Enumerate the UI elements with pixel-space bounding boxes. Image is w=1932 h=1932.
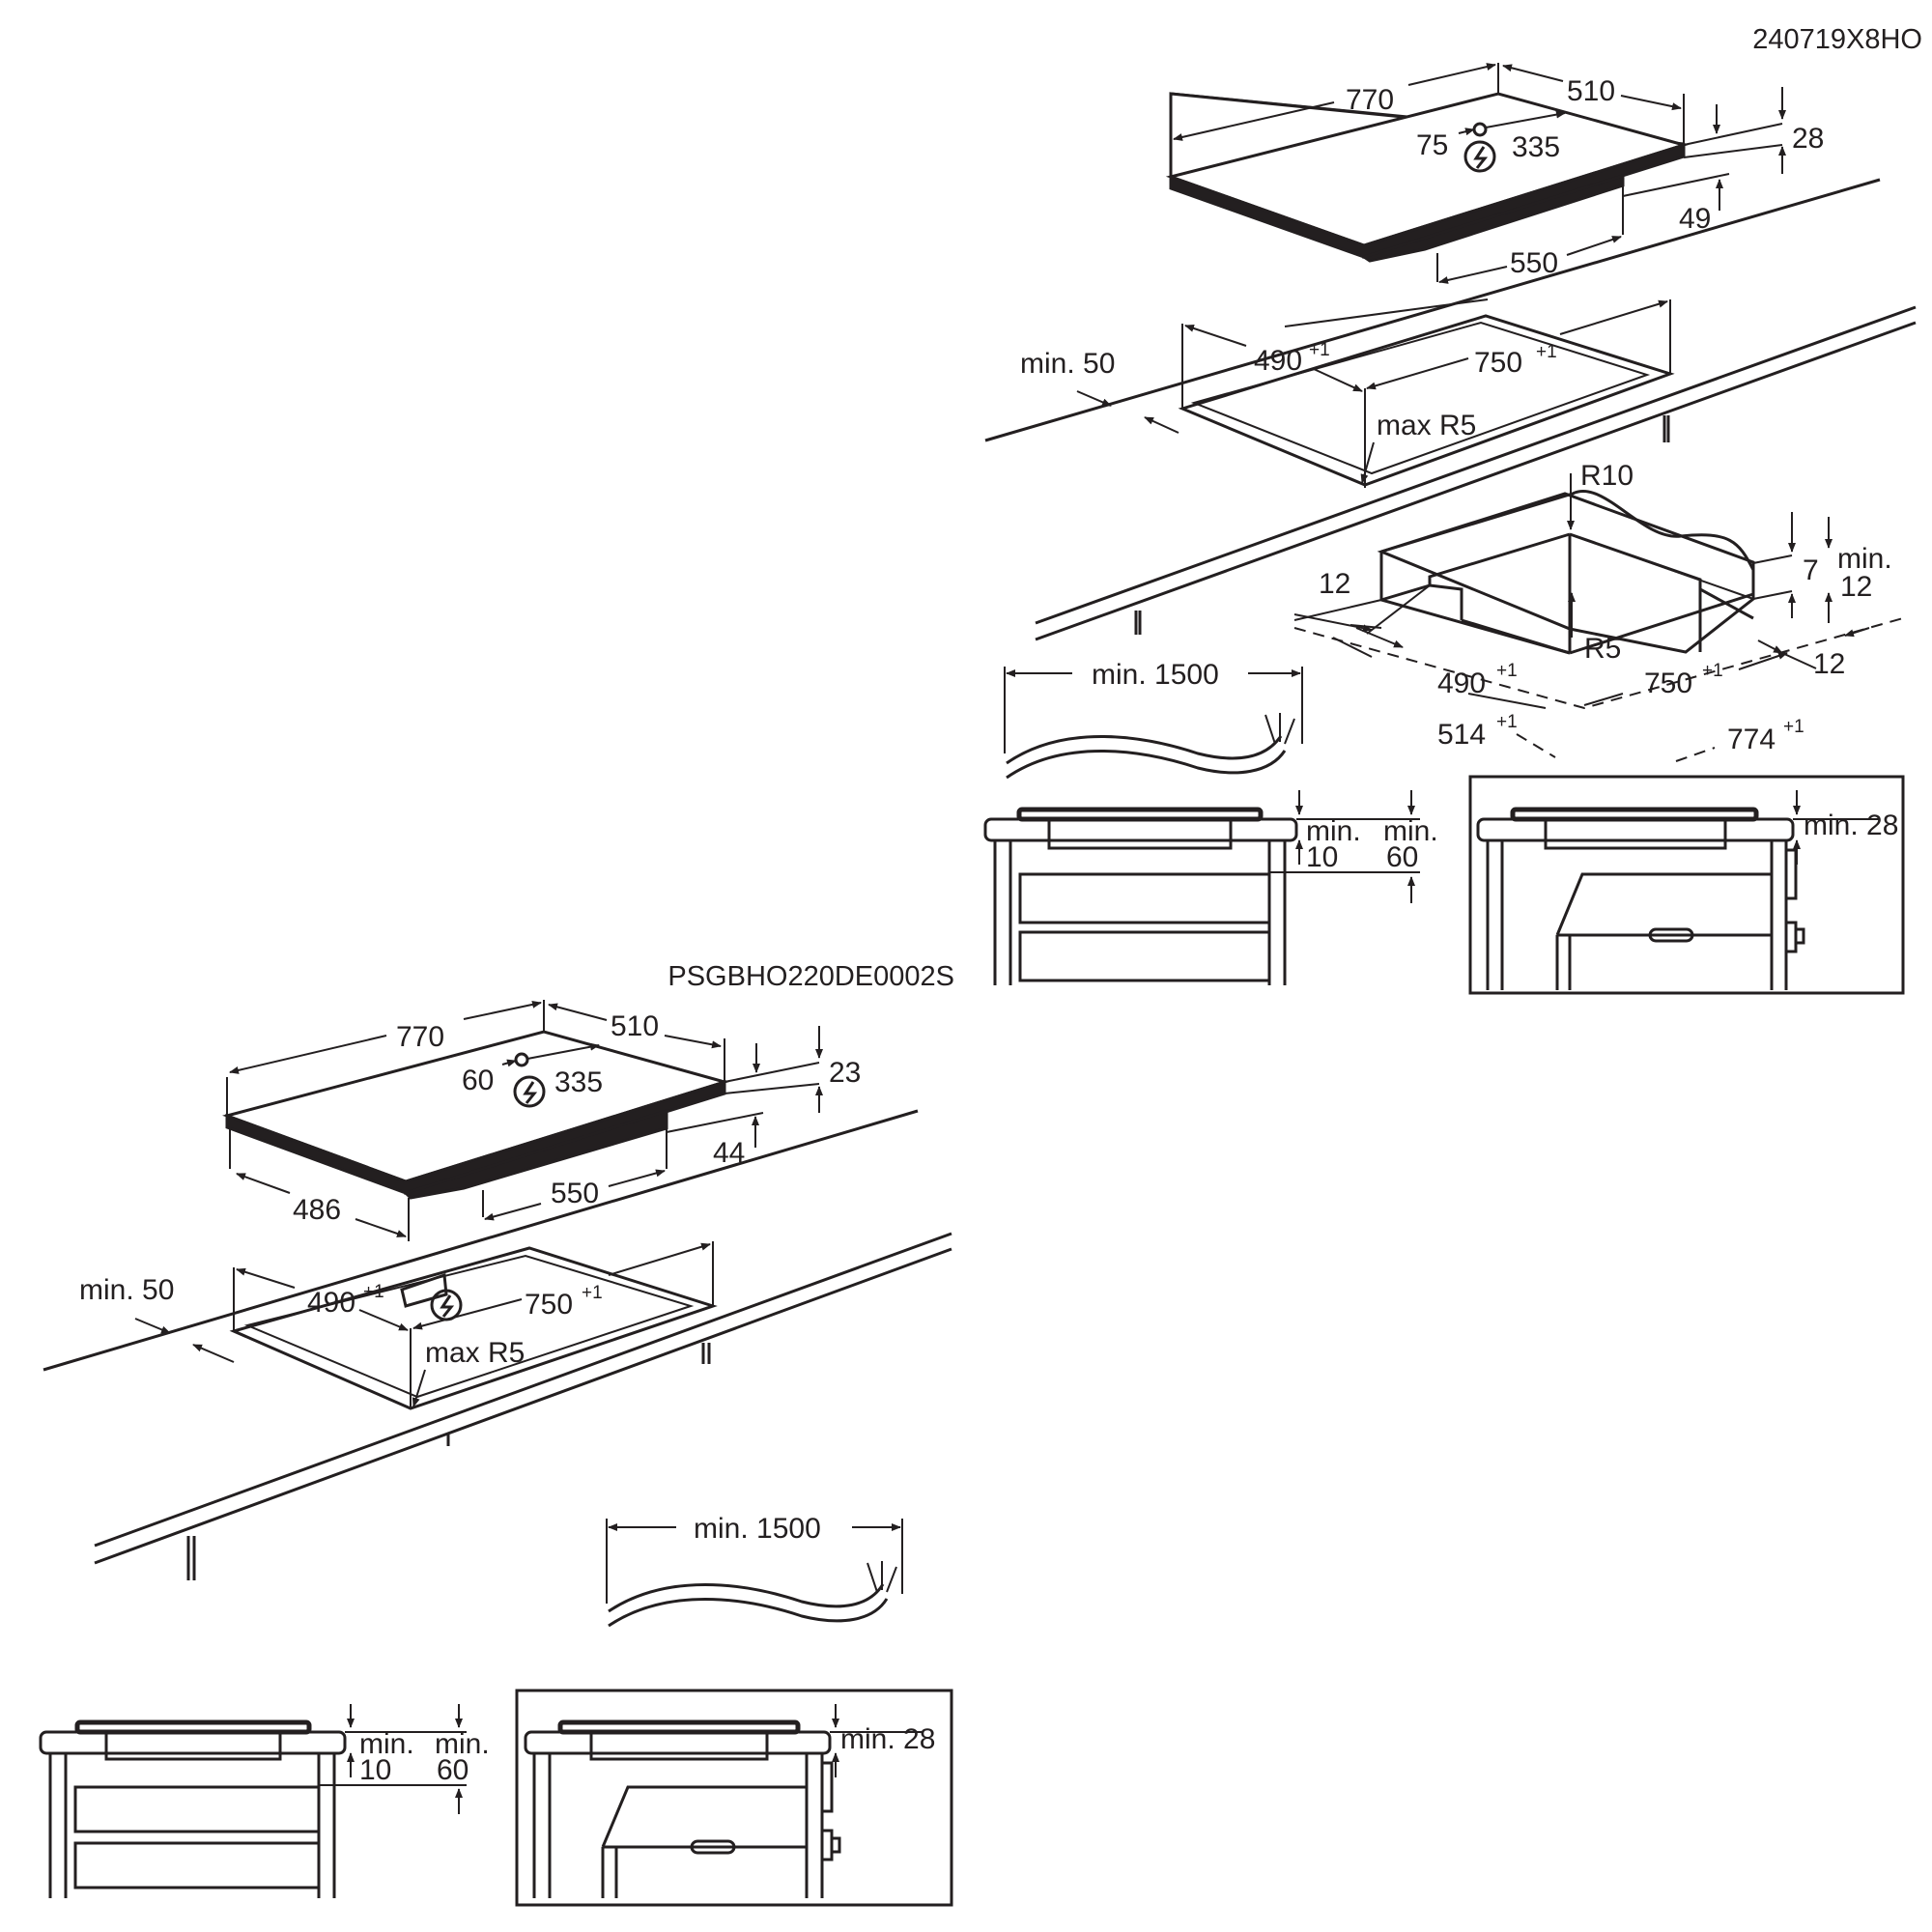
top-hob-depth: 510 [1567,75,1615,107]
top-cutout-depth: 490 [1254,345,1302,377]
bottom-drawer-min-b: min. [435,1728,490,1760]
code-bottom: PSGBHO220DE0002S [668,961,954,992]
top-drawer-val-a: 10 [1306,841,1338,873]
bottom-oven-clearance: min. 28 [840,1723,935,1755]
frame-width: 750 [1644,668,1692,699]
bottom-box-width: 550 [551,1178,599,1209]
top-cable [1004,667,1303,780]
frame-min-label: min. [1837,543,1892,575]
top-cutout-depth-tol: +1 [1309,340,1330,360]
top-drawer-min-a: min. [1306,815,1361,847]
electrical-connection-icon [1463,140,1496,173]
frame-step-left: 12 [1319,568,1350,600]
bottom-cutout-radius: max R5 [425,1337,525,1369]
bottom-drawer-min-a: min. [359,1728,414,1760]
top-box-width: 550 [1510,247,1558,279]
top-cutout-width: 750 [1474,347,1522,379]
frame-step-right: 12 [1813,648,1845,680]
top-oven-section [1468,775,1905,995]
top-drawer-val-b: 60 [1386,841,1418,873]
code-top: 240719X8HO [1752,24,1922,55]
bottom-cutout-width: 750 [525,1289,573,1321]
top-hob [1165,92,1690,282]
bottom-worktop [43,1109,952,1580]
top-cutout-radius: max R5 [1377,410,1476,441]
bottom-drawer-section [39,1719,347,1898]
frame-depth-tol: +1 [1496,661,1518,681]
top-hob-width: 770 [1346,84,1394,116]
top-drawer-min-b: min. [1383,815,1438,847]
bottom-min-wall: min. 50 [79,1274,174,1306]
bottom-box-depth: 486 [293,1194,341,1226]
frame-outer-radius: R10 [1580,460,1634,492]
top-oven-clearance: min. 28 [1804,810,1898,841]
frame-width-tol: +1 [1702,661,1723,681]
bottom-cutout-depth: 490 [307,1287,355,1319]
bottom-hob-depth: 510 [611,1010,659,1042]
bottom-cutout-width-tol: +1 [582,1283,603,1303]
top-frame-detail [1377,490,1755,655]
bottom-drawer-val-a: 10 [359,1754,391,1786]
bottom-cable-length: min. 1500 [694,1513,821,1545]
top-conn-distance: 335 [1512,131,1560,163]
frame-outer-depth-tol: +1 [1496,712,1518,732]
bottom-cable [606,1519,903,1628]
top-min-wall: min. 50 [1020,348,1115,380]
bottom-conn-offset: 60 [462,1065,494,1096]
electrical-connection-icon [513,1075,546,1108]
bottom-drawer-val-b: 60 [437,1754,469,1786]
bottom-hob [222,1030,730,1217]
frame-outer-depth: 514 [1437,719,1486,751]
frame-inner-radius: R5 [1584,633,1621,665]
top-cable-length: min. 1500 [1092,659,1219,691]
bottom-oven-section [515,1689,953,1907]
top-glass-thickness: 28 [1792,123,1824,155]
bottom-hob-width: 770 [396,1021,444,1053]
frame-outer-width: 774 [1727,724,1776,755]
top-drawer-section [983,807,1298,985]
frame-outer-width-tol: +1 [1783,717,1804,737]
frame-depth: 490 [1437,668,1486,699]
bottom-glass-thickness: 23 [829,1057,861,1089]
top-conn-offset: 75 [1416,129,1448,161]
top-cutout-width-tol: +1 [1536,342,1557,362]
frame-min-value: 12 [1840,571,1872,603]
frame-step-depth: 7 [1803,554,1819,586]
bottom-cutout-depth-tol: +1 [363,1282,384,1302]
bottom-conn-distance: 335 [554,1066,603,1098]
top-worktop [984,178,1917,641]
